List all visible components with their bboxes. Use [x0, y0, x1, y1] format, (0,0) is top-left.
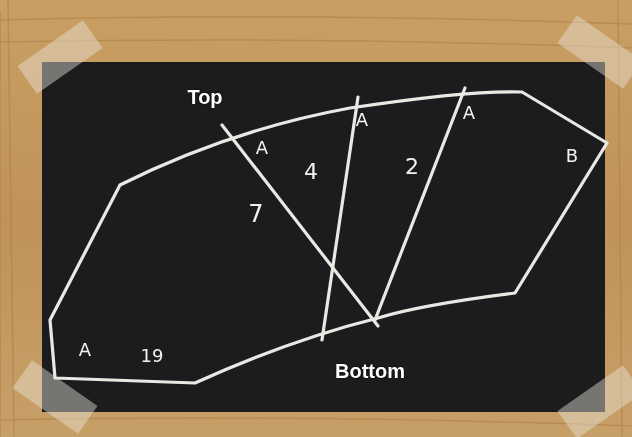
tape: [12, 15, 632, 437]
chalk-label: A: [79, 341, 91, 359]
chalk-label: A: [356, 111, 368, 129]
chalk-label: A: [256, 139, 268, 157]
chalk-label: 7: [248, 202, 263, 226]
chalk-line: [375, 88, 465, 320]
chalk-label: 4: [304, 161, 318, 183]
chalk-outline: [50, 88, 607, 383]
chalk-label: B: [566, 147, 578, 165]
chalk-label: A: [463, 104, 475, 122]
chalk-line: [322, 97, 358, 340]
chalk-line: [222, 125, 378, 326]
side-label: Bottom: [335, 361, 405, 381]
chalk-label: 2: [405, 156, 419, 178]
chalk-label: 19: [141, 347, 164, 365]
side-label: Top: [187, 87, 222, 107]
